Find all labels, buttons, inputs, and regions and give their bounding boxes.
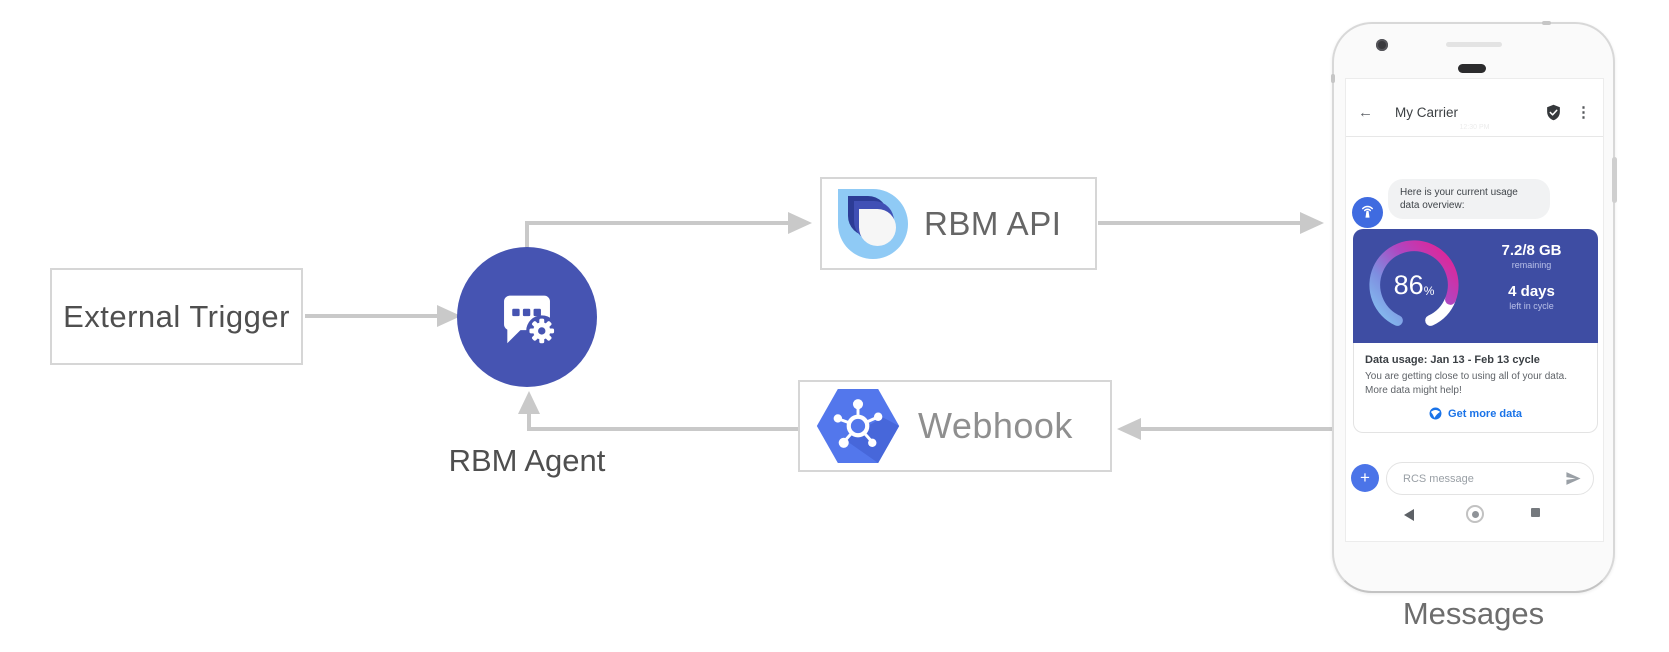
rbm-api-logo-icon [838, 188, 908, 259]
days-value: 4 days [1508, 283, 1555, 300]
nav-back-button[interactable] [1404, 509, 1414, 521]
rbm-api-label: RBM API [924, 204, 1062, 242]
power-button [1612, 157, 1617, 203]
carrier-avatar [1352, 197, 1383, 228]
globe-icon [1429, 407, 1442, 420]
usage-card-gauge-section: 86% 7.2/8 GB remaining 4 days left in cy… [1353, 229, 1598, 343]
compose-bar [1386, 462, 1594, 495]
conversation-title: My Carrier [1395, 104, 1458, 120]
front-camera [1376, 39, 1388, 51]
overflow-menu-icon[interactable]: ⋮ [1576, 104, 1591, 121]
earpiece [1458, 64, 1486, 73]
arrow-webhook-to-agent [527, 414, 798, 431]
verified-badge-icon [1547, 104, 1560, 120]
frame-antenna-line [1331, 74, 1335, 83]
phone-mockup: ← My Carrier ⋮ 12:30 PM Here is [1331, 21, 1617, 593]
rbm-agent-node [457, 247, 597, 387]
android-nav-bar [1346, 504, 1603, 526]
cloud-hexagon-icon [816, 389, 900, 463]
speaker-slot [1446, 42, 1502, 47]
conversation-header: ← My Carrier ⋮ [1346, 79, 1603, 137]
send-icon[interactable] [1565, 470, 1582, 487]
usage-stats: 7.2/8 GB remaining 4 days left in cycle [1465, 242, 1598, 311]
usage-card: 86% 7.2/8 GB remaining 4 days left in cy… [1353, 229, 1598, 433]
remaining-label: remaining [1511, 260, 1552, 270]
days-label: left in cycle [1509, 301, 1554, 311]
usage-card-text-section: Data usage: Jan 13 - Feb 13 cycle You ar… [1353, 343, 1598, 433]
usage-card-body: You are getting close to using all of yo… [1365, 371, 1567, 396]
remaining-value: 7.2/8 GB [1501, 242, 1562, 259]
rcs-message-input[interactable] [1401, 471, 1565, 486]
nav-recents-button[interactable] [1531, 508, 1540, 517]
arrow-agent-to-api [525, 221, 788, 250]
rbm-agent-label: RBM Agent [448, 443, 606, 478]
usage-card-title: Data usage: Jan 13 - Feb 13 cycle [1365, 354, 1540, 366]
nav-home-button[interactable] [1466, 505, 1484, 523]
usage-gauge [1369, 240, 1459, 326]
rbm-api-node: RBM API [820, 177, 1097, 270]
timestamp: 12:30 PM [1459, 124, 1490, 131]
external-trigger-label: External Trigger [63, 298, 290, 334]
usage-percent: 86% [1393, 269, 1435, 300]
agent-message-bubble: Here is your current usage data overview… [1388, 179, 1550, 219]
phone-screen: ← My Carrier ⋮ 12:30 PM Here is [1345, 78, 1604, 542]
antenna-icon [1361, 205, 1374, 218]
get-more-data-link[interactable]: Get more data [1365, 407, 1586, 420]
frame-antenna-line [1542, 21, 1551, 25]
get-more-data-label: Get more data [1448, 407, 1522, 420]
webhook-label: Webhook [918, 405, 1073, 446]
webhook-node: Webhook [798, 380, 1112, 472]
messages-caption: Messages [1402, 596, 1545, 631]
external-trigger-node: External Trigger [50, 268, 303, 365]
attach-plus-button[interactable]: + [1351, 464, 1379, 492]
chat-bubble-gear-icon [504, 295, 558, 347]
back-arrow-icon[interactable]: ← [1358, 103, 1373, 121]
